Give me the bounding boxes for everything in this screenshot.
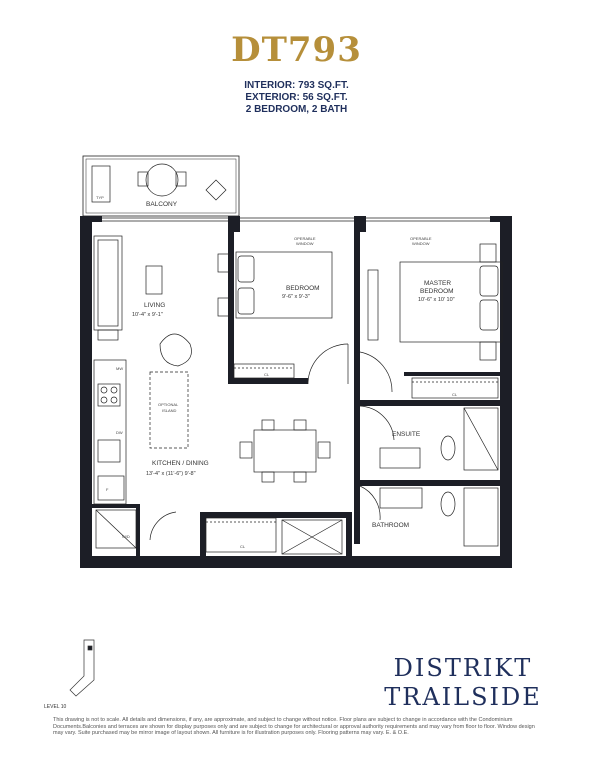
closet-label-1: CL (264, 372, 270, 377)
kitchen-dining-label: KITCHEN / DINING (152, 460, 209, 467)
ensuite-label: ENSUITE (392, 431, 421, 438)
window-word-2: WINDOW (412, 241, 430, 246)
exterior-area: EXTERIOR: 56 SQ.FT. (245, 92, 348, 103)
closet-label-2: CL (452, 392, 458, 397)
interior-area: INTERIOR: 793 SQ.FT. (244, 80, 349, 91)
bedroom-label: BEDROOM (286, 285, 320, 292)
interior-walls (92, 232, 500, 556)
optional-label: OPTIONAL (158, 402, 179, 407)
bed-bath-count: 2 BEDROOM, 2 BATH (245, 104, 348, 115)
master-label: MASTER (424, 280, 451, 287)
brand-logo-line2: TRAILSIDE (384, 683, 542, 711)
balcony-tag: TYP (96, 195, 104, 200)
balcony-label: BALCONY (146, 201, 178, 208)
key-plan (69, 639, 95, 697)
brand-logo-line1: DISTRIKT (393, 654, 533, 682)
unit-title: DT793 (231, 30, 362, 70)
dw-label: DW (116, 430, 123, 435)
island-label: ISLAND (162, 408, 177, 413)
operable-window-1: OPERABLE (294, 236, 316, 241)
bedroom-dims: 9'-6" x 9'-3" (282, 294, 310, 300)
wd-label: W/D (122, 534, 130, 539)
level-label: LEVEL 10 (44, 704, 67, 710)
kitchen-dims: 13'-4" x (11'-6") 9'-8" (146, 471, 196, 477)
disclaimer-text: This drawing is not to scale. All detail… (53, 717, 535, 736)
master-dims: 10'-6" x 10' 10" (418, 297, 455, 303)
bathroom-label: BATHROOM (372, 522, 409, 529)
exterior-walls (80, 216, 512, 568)
closet-label-3: CL (240, 544, 246, 549)
mw-label: MW (116, 366, 123, 371)
living-label: LIVING (144, 302, 165, 309)
master-bedroom-label: BEDROOM (420, 288, 454, 295)
living-dims: 10'-4" x 9'-1" (132, 312, 163, 318)
window-word-1: WINDOW (296, 241, 314, 246)
balcony-outline (82, 155, 240, 217)
fridge-label: F (106, 487, 109, 492)
operable-window-2: OPERABLE (410, 236, 432, 241)
unit-specs: INTERIOR: 793 SQ.FT. EXTERIOR: 56 SQ.FT.… (0, 80, 593, 116)
